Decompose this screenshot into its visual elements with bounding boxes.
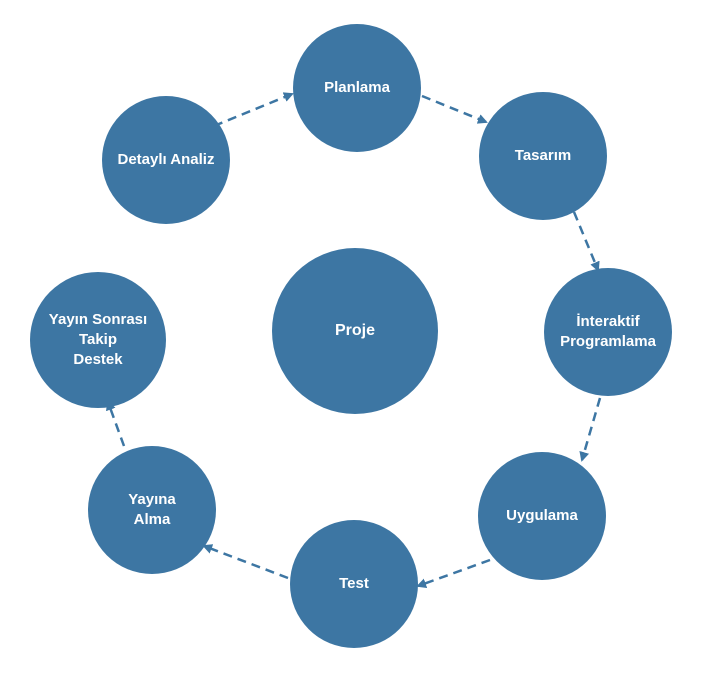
arrow-yayina-alma-to-yayin-sonrasi [106, 400, 126, 447]
arrow-interaktif-to-uygulama [579, 397, 602, 462]
node-label-yayina-alma: Yayına Alma [128, 491, 176, 528]
arrow-uygulama-to-test [416, 558, 491, 588]
arrow-detayli-analiz-to-planlama [213, 92, 294, 128]
node-label-detayli-analiz: Detaylı Analiz [117, 151, 215, 168]
node-label-interaktif-programlama: İnteraktif Programlama [560, 313, 656, 350]
node-label-tasarim: Tasarım [514, 147, 572, 164]
center-node-proje: Proje [272, 248, 438, 414]
node-planlama: Planlama [293, 24, 421, 152]
arrow-tasarim-to-interaktif [572, 211, 600, 272]
node-detayli-analiz: Detaylı Analiz [102, 96, 230, 224]
arrow-test-to-yayina-alma [202, 544, 289, 580]
node-yayina-alma: Yayına Alma [88, 446, 216, 574]
node-uygulama: Uygulama [478, 452, 606, 580]
node-label-test: Test [339, 575, 369, 592]
node-tasarim: Tasarım [479, 92, 607, 220]
node-label-yayin-sonrasi: Yayın Sonrası Takip Destek [48, 311, 148, 368]
node-label-planlama: Planlama [324, 79, 390, 96]
node-label-uygulama: Uygulama [506, 507, 578, 524]
node-test: Test [290, 520, 418, 648]
node-yayin-sonrasi: Yayın Sonrası Takip Destek [30, 272, 166, 408]
node-interaktif-programlama: İnteraktif Programlama [544, 268, 672, 396]
center-node-label: Proje [334, 322, 375, 339]
arrow-planlama-to-tasarim [421, 94, 488, 124]
